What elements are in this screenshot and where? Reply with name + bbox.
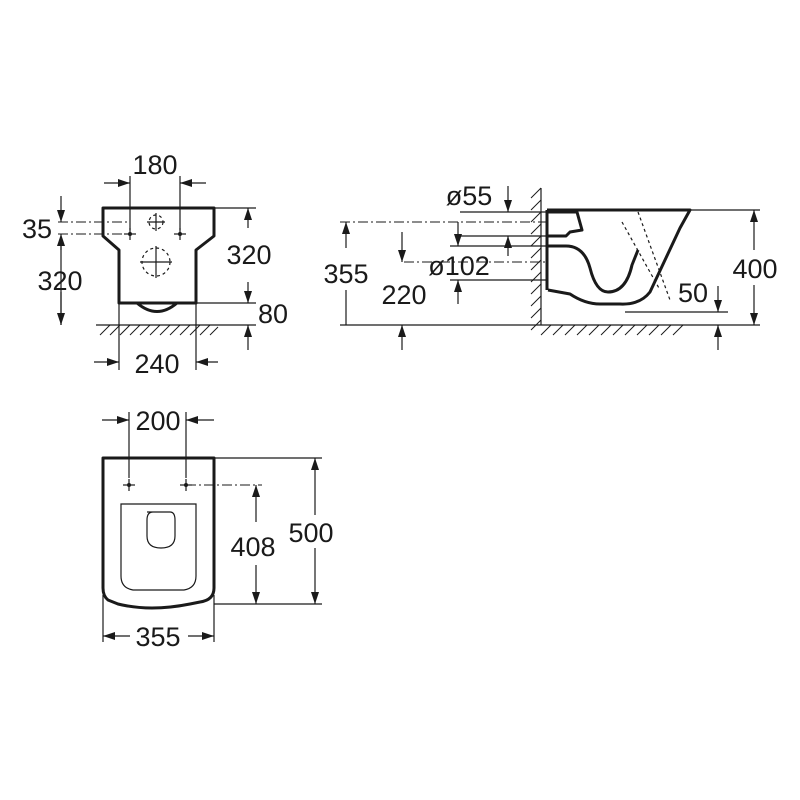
dimension-top-width: 355 — [135, 622, 180, 652]
dimension-front-height-left: 320 — [37, 266, 82, 296]
dimension-side-rim-offset: 50 — [678, 278, 708, 308]
top-view: 200 408 500 355 — [101, 406, 334, 652]
side-view-bowl-outline — [547, 208, 692, 306]
top-view-outline — [101, 456, 216, 610]
dimension-side-pipe-large: ø102 — [428, 251, 490, 281]
side-view-trap — [547, 244, 640, 294]
dimension-side-height-inner: 220 — [381, 280, 426, 310]
top-view-drain-icon — [146, 511, 176, 549]
dimension-top-total-length: 500 — [288, 518, 333, 548]
front-view-spigot — [136, 301, 178, 313]
side-view: ø55 ø102 355 220 400 50 — [323, 181, 778, 350]
dimension-side-pipe-small: ø55 — [446, 181, 493, 211]
dimension-front-floor-gap: 80 — [258, 299, 288, 329]
front-view: 180 35 320 320 80 240 — [22, 150, 288, 379]
side-view-inlet-connector — [547, 210, 584, 238]
fixing-hole-icon — [123, 479, 135, 491]
dimension-front-height-right: 320 — [226, 240, 271, 270]
dimension-top-fixing-spacing: 200 — [135, 406, 180, 436]
dimension-top-fixing-depth: 408 — [230, 532, 275, 562]
top-view-seat-opening — [120, 503, 197, 591]
dimension-front-offset-top: 35 — [22, 214, 52, 244]
dimension-front-width-top: 180 — [132, 150, 177, 180]
dimension-front-width-bottom: 240 — [134, 349, 179, 379]
dimension-side-height-outer: 355 — [323, 259, 368, 289]
dimension-side-total-height: 400 — [732, 254, 777, 284]
